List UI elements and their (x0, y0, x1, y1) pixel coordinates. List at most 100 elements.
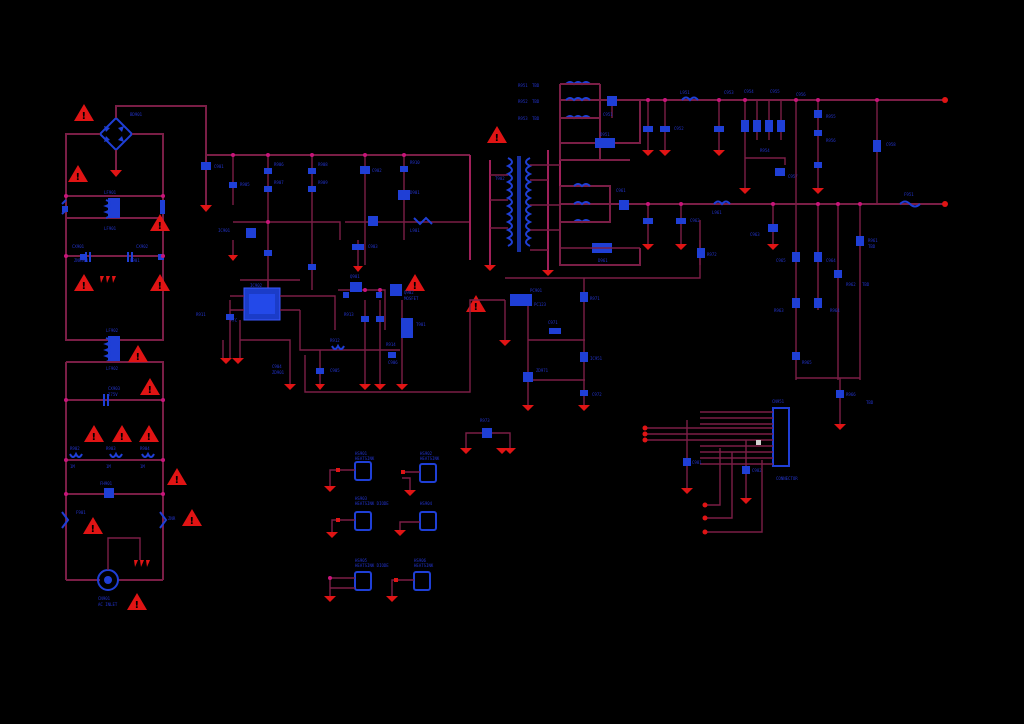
svg-text:TBD: TBD (866, 400, 874, 405)
svg-text:TBD: TBD (532, 83, 540, 88)
svg-text:R952: R952 (518, 99, 528, 104)
heatsink-4: HS904 (394, 501, 437, 536)
warning-icon: ! (68, 165, 88, 183)
svg-text:R953: R953 (518, 116, 528, 121)
svg-text:IC902: IC902 (250, 283, 263, 288)
svg-text:R913: R913 (344, 312, 354, 317)
pfc-controller: C901 R905 R906 R907 R908 R909 C902 R910 … (196, 153, 505, 393)
svg-text:CONNECTOR: CONNECTOR (776, 476, 798, 481)
svg-text:!: ! (135, 600, 140, 611)
svg-text:!: ! (175, 475, 180, 486)
svg-text:C964: C964 (826, 258, 836, 263)
svg-text:R954: R954 (760, 148, 770, 153)
warning-icon: ! (128, 345, 148, 363)
svg-text:C955: C955 (770, 89, 780, 94)
svg-text:C961: C961 (616, 188, 626, 193)
warning-icon: ! (139, 425, 159, 443)
svg-text:HS905: HS905 (355, 558, 368, 563)
svg-text:!: ! (495, 133, 500, 144)
svg-text:1M: 1M (70, 464, 75, 469)
warning-icon: ! (182, 509, 202, 527)
svg-text:PC123: PC123 (534, 302, 547, 307)
warning-icon: ! (84, 425, 104, 443)
svg-text:R971: R971 (590, 296, 600, 301)
warning-icon: ! (112, 425, 132, 443)
svg-text:D901: D901 (410, 190, 420, 195)
svg-text:275V: 275V (108, 392, 118, 397)
svg-text:TBD: TBD (862, 282, 870, 287)
svg-text:FH901: FH901 (100, 481, 113, 486)
warning-icon: ! (150, 274, 170, 292)
svg-text:Q902: Q902 (404, 290, 414, 295)
svg-text:HS903: HS903 (355, 496, 368, 501)
heatsink-5: HS905 HEATSINK DIODE (324, 558, 389, 602)
svg-text:C954: C954 (744, 89, 754, 94)
svg-text:C958: C958 (886, 142, 896, 147)
svg-text:HEATSINK: HEATSINK (355, 456, 375, 461)
svg-text:R963: R963 (774, 308, 784, 313)
svg-text:C953: C953 (724, 90, 734, 95)
svg-text:1M: 1M (106, 464, 111, 469)
warning-icon: ! (167, 468, 187, 486)
svg-text:L961: L961 (712, 210, 722, 215)
svg-text:R910: R910 (410, 160, 420, 165)
svg-text:R903: R903 (106, 446, 116, 451)
svg-text:IC951: IC951 (590, 356, 603, 361)
heatsink-3: HS903 HEATSINK DIODE (326, 496, 389, 538)
svg-text:!: ! (474, 302, 479, 313)
svg-text:!: ! (158, 221, 163, 232)
svg-text:!: ! (158, 281, 163, 292)
svg-text:R972: R972 (707, 252, 717, 257)
svg-text:R909: R909 (318, 180, 328, 185)
svg-text:C904: C904 (272, 364, 282, 369)
svg-text:CX901: CX901 (72, 244, 85, 249)
svg-text:C982: C982 (752, 468, 762, 473)
svg-text:R912: R912 (330, 338, 340, 343)
svg-text:HS906: HS906 (414, 558, 427, 563)
svg-text:CX902: CX902 (136, 244, 149, 249)
heatsink-6: HS906 HEATSINK (386, 558, 434, 602)
svg-text:CN901: CN901 (98, 596, 111, 601)
svg-text:HEATSINK: HEATSINK (414, 563, 434, 568)
svg-text:L901: L901 (410, 228, 420, 233)
svg-text:!: ! (148, 385, 153, 396)
svg-text:F951: F951 (904, 192, 914, 197)
svg-text:!: ! (91, 524, 96, 535)
svg-text:R914: R914 (386, 342, 396, 347)
svg-text:AC INLET: AC INLET (98, 602, 118, 607)
svg-text:R906: R906 (274, 162, 284, 167)
svg-text:C903: C903 (368, 244, 378, 249)
svg-text:HEATSINK DIODE: HEATSINK DIODE (355, 563, 389, 568)
feedback-optocoupler: PC901 PC123 R971 C971 IC951 ZD971 C972 R… (460, 220, 717, 454)
svg-text:LF902: LF902 (106, 328, 119, 333)
svg-text:R964: R964 (830, 308, 840, 313)
svg-text:R956: R956 (826, 138, 836, 143)
svg-text:C951: C951 (603, 112, 613, 117)
svg-text:IC901: IC901 (218, 228, 231, 233)
warning-icon: ! (83, 517, 103, 535)
svg-text:C971: C971 (548, 320, 558, 325)
svg-text:TBD: TBD (532, 99, 540, 104)
svg-text:R904: R904 (140, 446, 150, 451)
svg-text:C905: C905 (330, 368, 340, 373)
svg-text:TBD: TBD (868, 244, 876, 249)
svg-text:R902: R902 (70, 446, 80, 451)
svg-text:CN951: CN951 (772, 399, 785, 404)
svg-text:T902: T902 (495, 176, 505, 181)
svg-text:!: ! (190, 516, 195, 527)
svg-text:!: ! (413, 281, 418, 292)
svg-text:C956: C956 (796, 92, 806, 97)
svg-text:!: ! (82, 111, 87, 122)
svg-text:C952: C952 (674, 126, 684, 131)
svg-text:R973: R973 (480, 418, 490, 423)
secondary-outputs: R951 TBD R952 TBD R953 TBD D951 C951 C95… (518, 81, 948, 430)
svg-text:!: ! (92, 432, 97, 443)
svg-text:C962: C962 (690, 218, 700, 223)
svg-text:D961: D961 (598, 258, 608, 263)
warning-icon: ! (127, 593, 147, 611)
svg-text:HS904: HS904 (420, 501, 433, 506)
svg-text:LF901: LF901 (104, 226, 117, 231)
svg-text:D951: D951 (600, 132, 610, 137)
svg-text:C972: C972 (592, 392, 602, 397)
